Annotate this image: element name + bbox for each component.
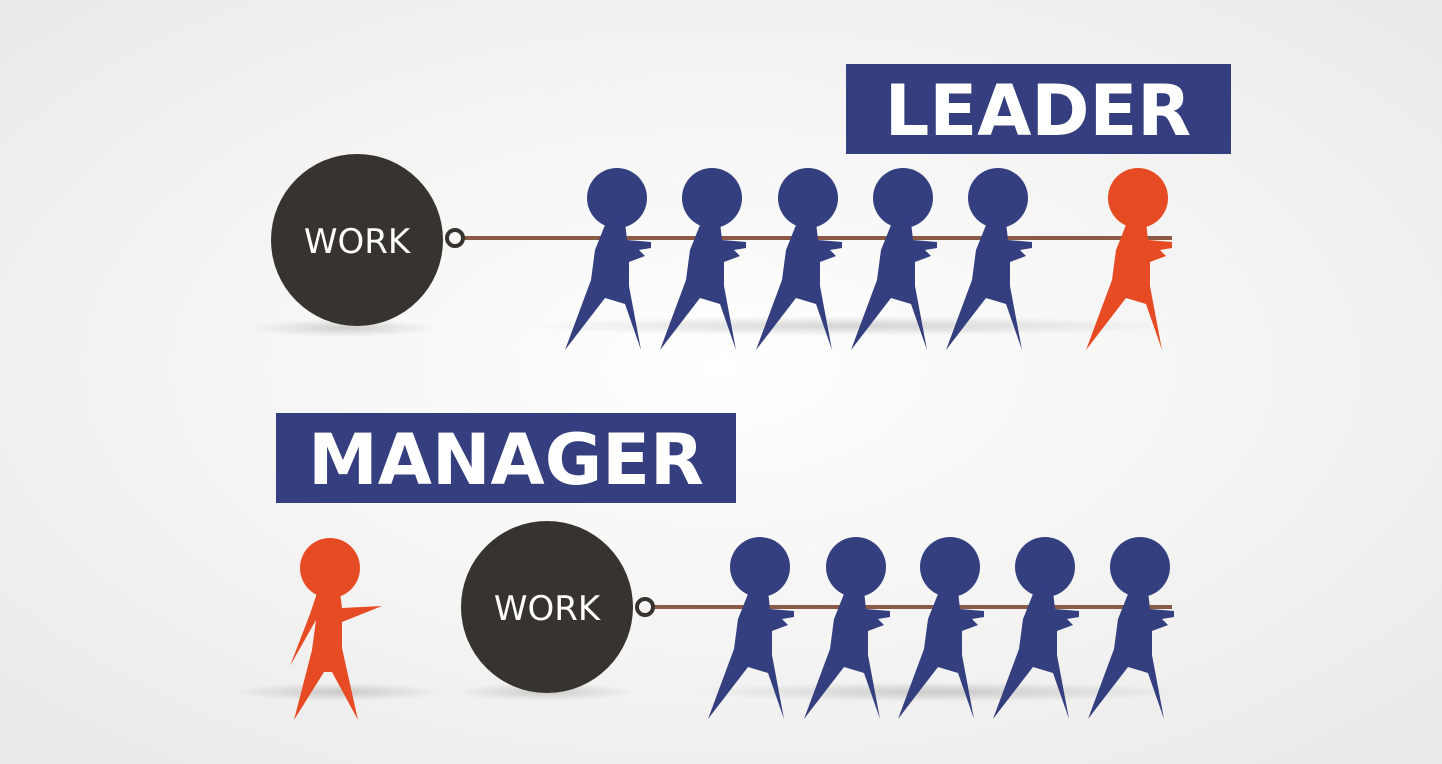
- figure-body: [1088, 589, 1174, 719]
- figure-head: [1110, 537, 1170, 597]
- team-member-figure: [660, 168, 746, 350]
- figure-head: [300, 538, 360, 598]
- leader-person-figure: [1086, 168, 1172, 350]
- figure-body: [565, 220, 651, 350]
- figure-body: [1086, 220, 1172, 350]
- figure-head: [826, 537, 886, 597]
- team-member-figure: [804, 537, 890, 719]
- leader-figure: [1086, 168, 1172, 350]
- figure-body: [660, 220, 746, 350]
- leader-label: LEADER: [885, 70, 1191, 152]
- work-ball: [271, 154, 443, 326]
- figure-body: [851, 220, 937, 350]
- figure-head: [873, 168, 933, 228]
- figure-body: [946, 220, 1032, 350]
- pulling-team: [565, 168, 1032, 350]
- team-shadow: [690, 682, 1190, 702]
- manager-shadow: [233, 683, 443, 701]
- ball-shadow: [250, 319, 440, 337]
- figure-body: [290, 590, 382, 720]
- manager-figure: [290, 538, 382, 720]
- figure-body: [993, 589, 1079, 719]
- ball-ring: [635, 597, 655, 617]
- manager-person-figure: [290, 538, 382, 720]
- team-shadow: [520, 316, 1180, 336]
- team-member-figure: [1088, 537, 1174, 719]
- ball-ring: [445, 228, 465, 248]
- work-ball-label: WORK: [494, 589, 602, 629]
- work-ball-label: WORK: [304, 222, 412, 262]
- team-member-figure: [851, 168, 937, 350]
- team-member-figure: [993, 537, 1079, 719]
- figure-body: [804, 589, 890, 719]
- figure-head: [968, 168, 1028, 228]
- work-ball: [461, 521, 633, 693]
- figure-body: [708, 589, 794, 719]
- figure-head: [1108, 168, 1168, 228]
- figure-head: [587, 168, 647, 228]
- leader-banner: [846, 64, 1231, 154]
- figure-head: [730, 537, 790, 597]
- manager-banner: [276, 413, 736, 503]
- figure-body: [898, 589, 984, 719]
- leader-scene: LEADER WORK: [250, 64, 1231, 350]
- pulling-team: [708, 537, 1174, 719]
- figure-head: [778, 168, 838, 228]
- team-member-figure: [708, 537, 794, 719]
- figure-head: [682, 168, 742, 228]
- figure-head: [920, 537, 980, 597]
- team-member-figure: [565, 168, 651, 350]
- figure-body: [756, 220, 842, 350]
- figure-head: [1015, 537, 1075, 597]
- manager-scene: MANAGER WORK: [233, 413, 1190, 720]
- team-member-figure: [946, 168, 1032, 350]
- team-member-figure: [898, 537, 984, 719]
- team-member-figure: [756, 168, 842, 350]
- manager-label: MANAGER: [308, 419, 704, 501]
